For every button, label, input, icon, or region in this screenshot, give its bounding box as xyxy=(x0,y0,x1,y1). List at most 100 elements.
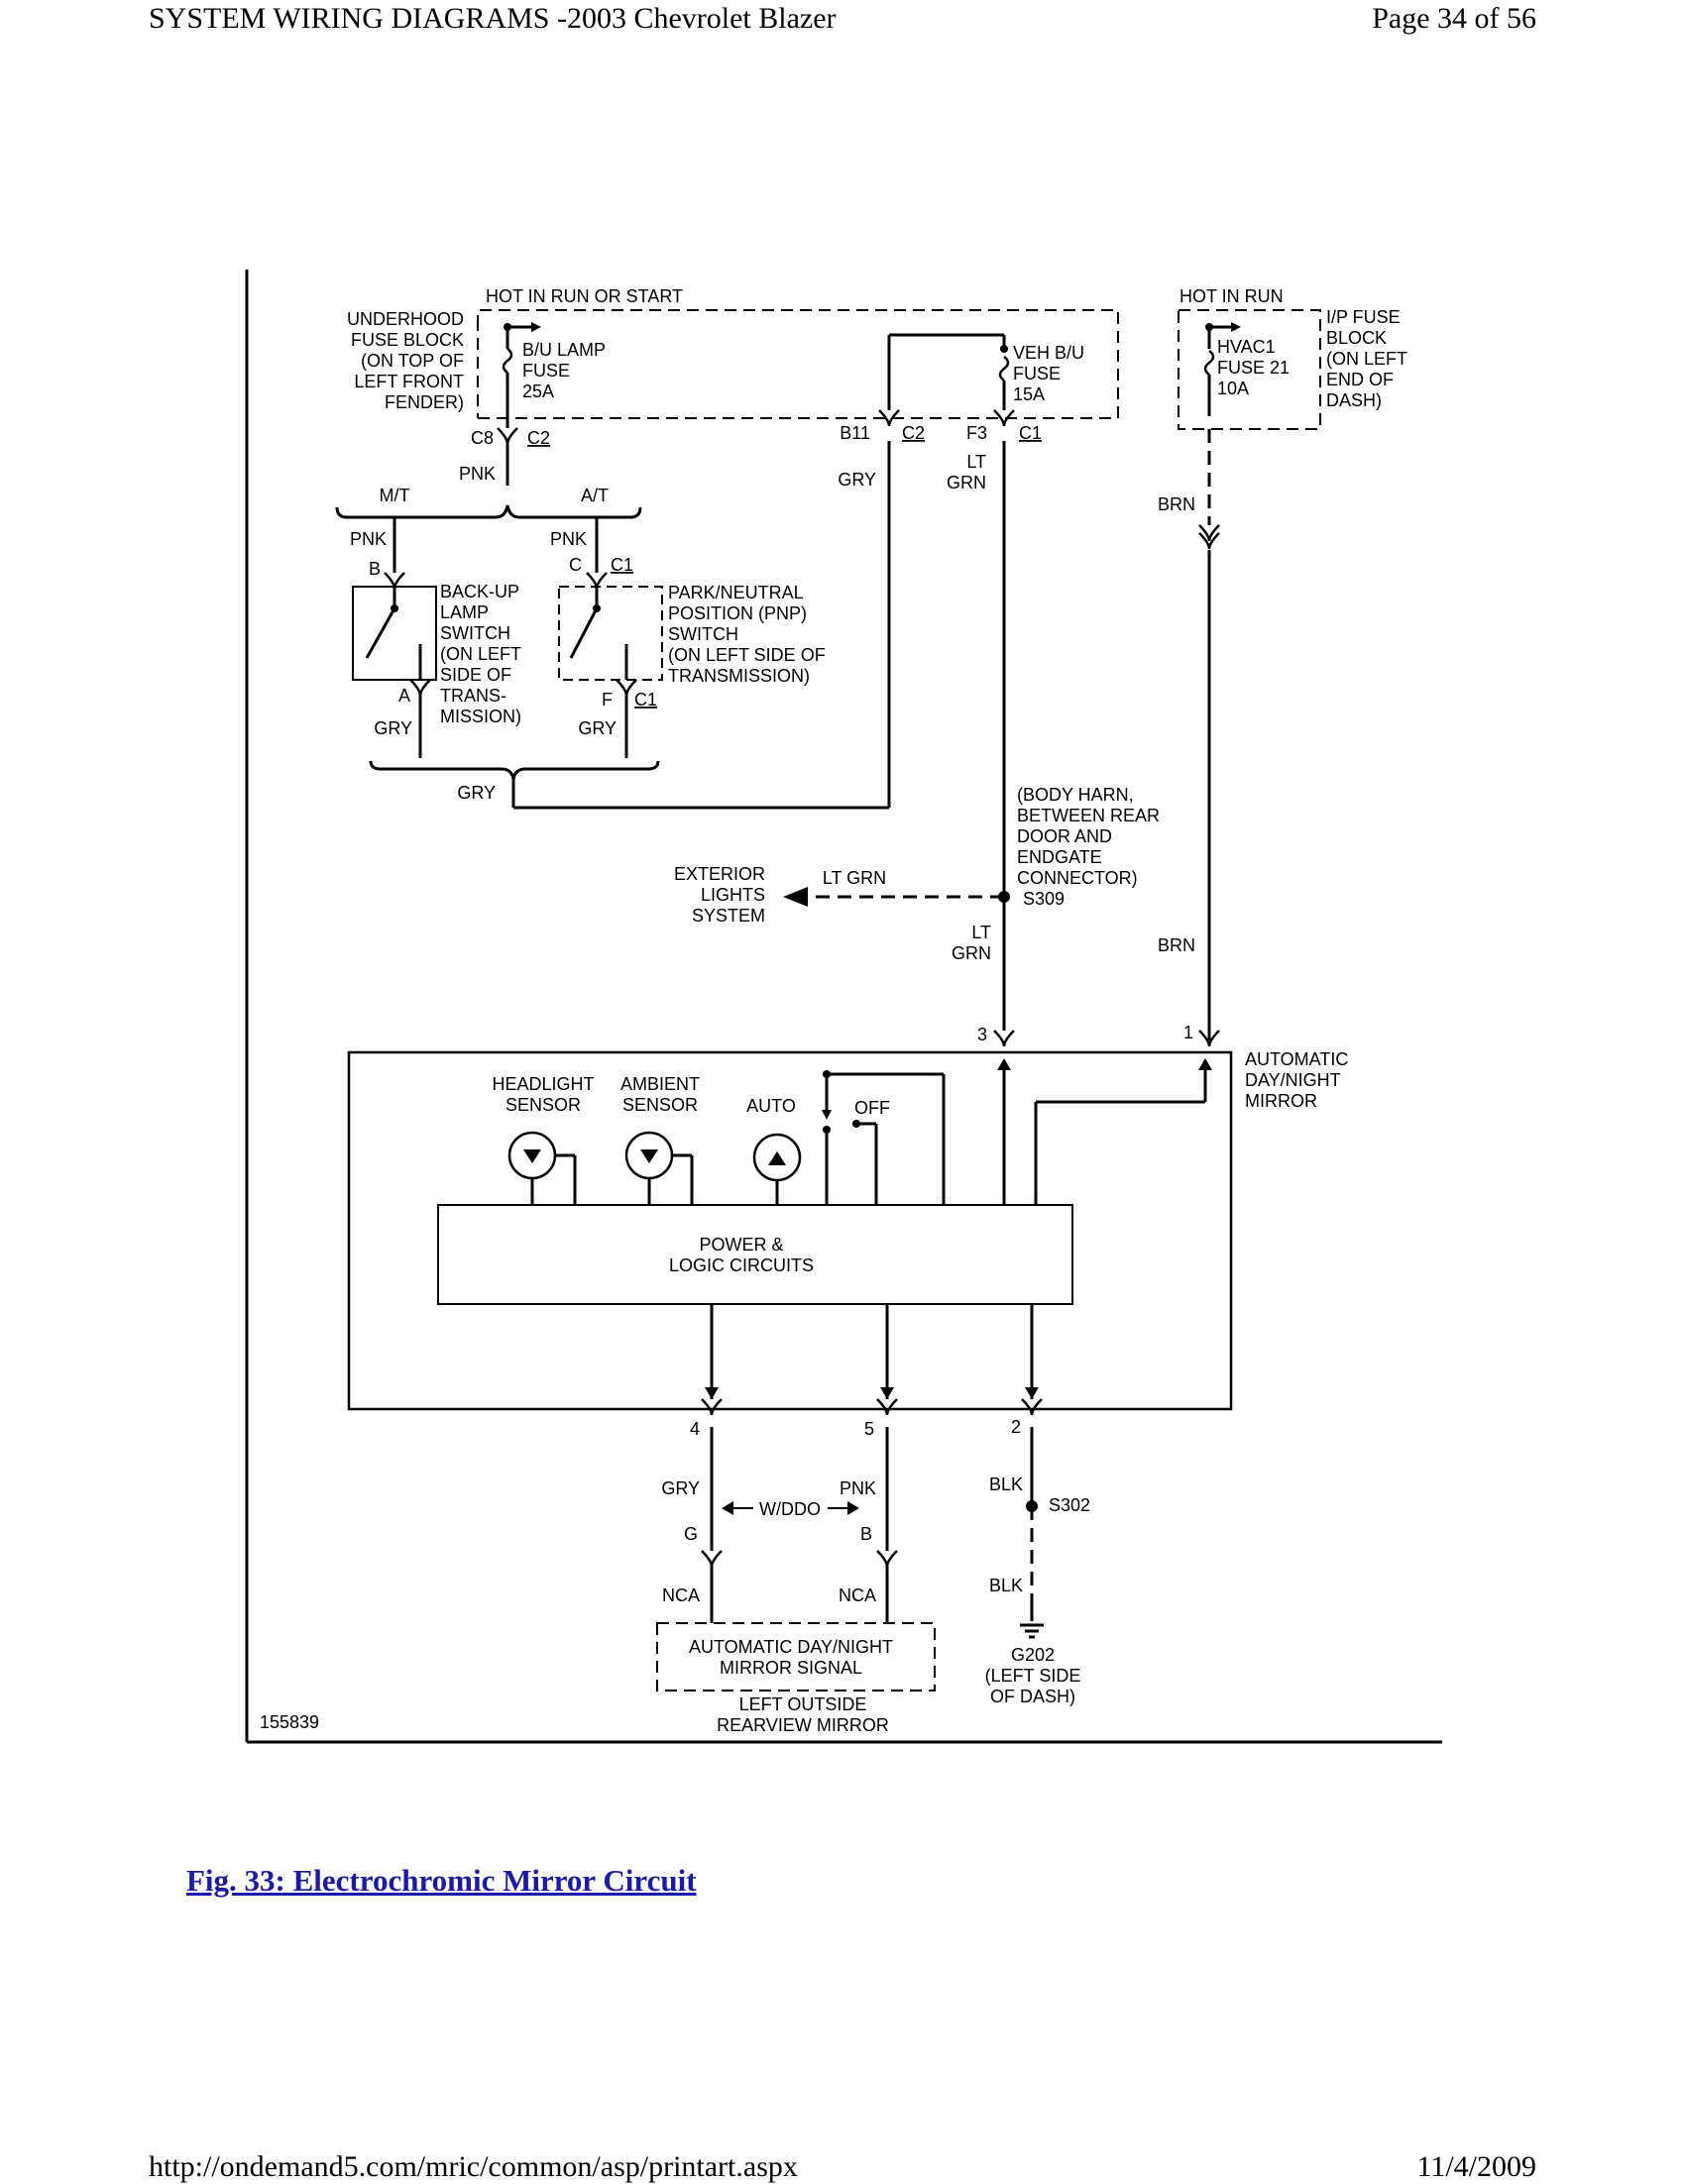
svg-text:AUTOMATIC: AUTOMATIC xyxy=(1245,1049,1348,1069)
diagram-id-label: 155839 xyxy=(260,1712,319,1732)
connector-b11-label: B11 xyxy=(840,423,870,443)
bu-lamp-fuse-label: B/U LAMP FUSE 25A xyxy=(522,340,606,401)
wire-pnk-2-label: PNK xyxy=(840,1478,876,1498)
nca-2-label: NCA xyxy=(839,1585,876,1605)
wddo-label: W/DDO xyxy=(759,1499,821,1519)
mt-label: M/T xyxy=(380,486,410,505)
body-harness-label: (BODY HARN, BETWEEN REAR DOOR AND ENDGAT… xyxy=(1017,785,1160,888)
svg-text:FUSE: FUSE xyxy=(522,361,570,381)
svg-text:MISSION): MISSION) xyxy=(440,707,521,726)
svg-text:BACK-UP: BACK-UP xyxy=(440,582,519,601)
svg-text:GRN: GRN xyxy=(947,473,986,492)
underhood-fuse-block-label: UNDERHOOD FUSE BLOCK (ON TOP OF LEFT FRO… xyxy=(347,309,464,412)
ip-fuse-block-box xyxy=(1178,309,1321,430)
pin-2-label: 2 xyxy=(1011,1417,1021,1437)
pin-f-label: F xyxy=(602,690,613,710)
svg-text:FUSE BLOCK: FUSE BLOCK xyxy=(351,330,464,350)
left-outside-mirror-label: LEFT OUTSIDE REARVIEW MIRROR xyxy=(717,1694,889,1735)
hvac1-fuse-label: HVAC1 FUSE 21 10A xyxy=(1217,337,1290,398)
svg-text:POSITION (PNP): POSITION (PNP) xyxy=(668,603,807,623)
svg-text:END OF: END OF xyxy=(1326,370,1394,389)
svg-text:BLOCK: BLOCK xyxy=(1326,328,1387,348)
svg-text:VEH B/U: VEH B/U xyxy=(1013,343,1084,363)
svg-text:I/P FUSE: I/P FUSE xyxy=(1326,307,1401,327)
svg-text:LT: LT xyxy=(971,923,991,942)
svg-text:TRANS-: TRANS- xyxy=(440,686,506,706)
wire-gry-2-label: GRY xyxy=(374,718,412,738)
page-header-title: SYSTEM WIRING DIAGRAMS -2003 Chevrolet B… xyxy=(149,2,837,35)
wire-blk-2-label: BLK xyxy=(989,1576,1023,1595)
wire-blk-1-label: BLK xyxy=(989,1474,1023,1494)
svg-text:MIRROR SIGNAL: MIRROR SIGNAL xyxy=(720,1658,862,1678)
svg-text:POWER &: POWER & xyxy=(699,1235,783,1255)
svg-text:SWITCH: SWITCH xyxy=(440,623,510,643)
svg-text:PARK/NEUTRAL: PARK/NEUTRAL xyxy=(668,583,804,602)
svg-text:SENSOR: SENSOR xyxy=(506,1095,581,1115)
connector-c2-label: C2 xyxy=(527,428,550,448)
page-footer-date: 11/4/2009 xyxy=(1416,2150,1536,2183)
svg-text:GRN: GRN xyxy=(952,943,991,963)
pin-a-label: A xyxy=(398,686,410,706)
figure-caption-link[interactable]: Fig. 33: Electrochromic Mirror Circuit xyxy=(186,1863,697,1898)
svg-text:CONNECTOR): CONNECTOR) xyxy=(1017,868,1138,888)
pin-b2-label: B xyxy=(860,1524,872,1544)
svg-text:FENDER): FENDER) xyxy=(385,392,464,412)
svg-text:AMBIENT: AMBIENT xyxy=(620,1074,700,1094)
svg-text:SYSTEM: SYSTEM xyxy=(692,906,765,926)
page-footer-url: http://ondemand5.com/mric/common/asp/pri… xyxy=(149,2150,798,2183)
underhood-fuse-block-box xyxy=(477,309,1119,419)
svg-text:TRANSMISSION): TRANSMISSION) xyxy=(668,666,810,686)
hot-run-start-label: HOT IN RUN OR START xyxy=(486,286,683,306)
svg-text:ENDGATE: ENDGATE xyxy=(1017,847,1102,867)
wire-pnk-mt-label: PNK xyxy=(350,529,387,549)
veh-bu-fuse-label: VEH B/U FUSE 15A xyxy=(1013,343,1084,404)
exterior-lights-label: EXTERIOR LIGHTS SYSTEM xyxy=(674,864,765,926)
svg-text:OF DASH): OF DASH) xyxy=(990,1687,1075,1706)
ip-fuse-block-label: I/P FUSE BLOCK (ON LEFT END OF DASH) xyxy=(1326,307,1407,410)
at-label: A/T xyxy=(581,486,609,505)
mirror-signal-label: AUTOMATIC DAY/NIGHT MIRROR SIGNAL xyxy=(689,1637,893,1678)
page-number: Page 34 of 56 xyxy=(1372,2,1536,35)
wire-pnk-at-label: PNK xyxy=(550,529,587,549)
svg-text:15A: 15A xyxy=(1013,384,1045,404)
svg-text:FUSE: FUSE xyxy=(1013,364,1061,383)
wire-brn-1-label: BRN xyxy=(1158,494,1195,514)
svg-text:(BODY HARN,: (BODY HARN, xyxy=(1017,785,1134,805)
connector-c8-label: C8 xyxy=(471,428,494,448)
svg-text:B/U LAMP: B/U LAMP xyxy=(522,340,606,360)
svg-text:G202: G202 xyxy=(1011,1645,1055,1665)
wire-gry-3-label: GRY xyxy=(578,718,617,738)
wire-brn-2-label: BRN xyxy=(1158,935,1195,955)
logic-circuits-label: POWER & LOGIC CIRCUITS xyxy=(669,1235,814,1275)
ambient-sensor-label: AMBIENT SENSOR xyxy=(620,1074,700,1115)
svg-text:LAMP: LAMP xyxy=(440,602,489,622)
wire-lt-grn-mid-label: LT GRN xyxy=(823,868,886,888)
svg-text:AUTOMATIC DAY/NIGHT: AUTOMATIC DAY/NIGHT xyxy=(689,1637,893,1657)
wire-gry-5-label: GRY xyxy=(661,1478,700,1498)
nca-1-label: NCA xyxy=(662,1585,700,1605)
pin-5-label: 5 xyxy=(864,1419,874,1439)
wire-lt-grn-bottom-label: LT GRN xyxy=(952,923,991,963)
svg-text:HVAC1: HVAC1 xyxy=(1217,337,1276,357)
svg-text:(ON TOP OF: (ON TOP OF xyxy=(361,351,464,371)
svg-text:10A: 10A xyxy=(1217,379,1249,398)
connector-f3-label: F3 xyxy=(966,423,987,443)
svg-text:FUSE 21: FUSE 21 xyxy=(1217,358,1290,378)
connector-c1b-label: C1 xyxy=(611,555,633,575)
svg-text:DASH): DASH) xyxy=(1326,390,1382,410)
svg-text:LEFT FRONT: LEFT FRONT xyxy=(354,372,464,391)
automatic-day-night-mirror-label: AUTOMATIC DAY/NIGHT MIRROR xyxy=(1245,1049,1348,1111)
svg-text:25A: 25A xyxy=(522,382,554,401)
svg-text:SIDE OF: SIDE OF xyxy=(440,665,511,685)
wire-pnk-label: PNK xyxy=(459,464,496,484)
splice-s309-label: S309 xyxy=(1023,889,1065,909)
svg-text:(ON LEFT: (ON LEFT xyxy=(1326,349,1407,369)
svg-text:LEFT OUTSIDE: LEFT OUTSIDE xyxy=(739,1694,867,1714)
svg-text:LIGHTS: LIGHTS xyxy=(701,885,765,905)
svg-text:BETWEEN REAR: BETWEEN REAR xyxy=(1017,806,1160,825)
svg-text:UNDERHOOD: UNDERHOOD xyxy=(347,309,464,329)
pin-b-label: B xyxy=(369,559,381,579)
ground-g202-label: G202 (LEFT SIDE OF DASH) xyxy=(985,1645,1081,1706)
connector-c1-label: C1 xyxy=(1019,423,1042,443)
